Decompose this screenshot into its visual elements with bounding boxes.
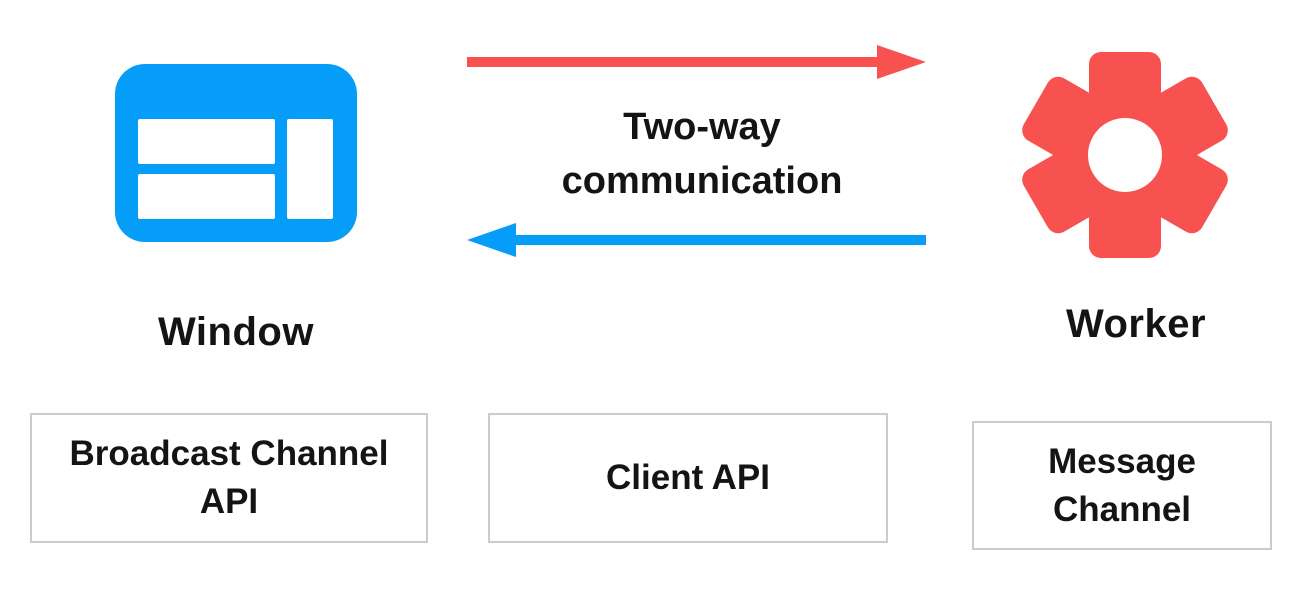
browser-window-icon bbox=[115, 64, 357, 242]
connection-label: Two-way communication bbox=[480, 100, 924, 208]
broadcast-channel-api-box: Broadcast Channel API bbox=[30, 413, 428, 543]
box-label-line: Channel bbox=[1052, 489, 1192, 529]
message-channel-box: Message Channel bbox=[972, 421, 1272, 550]
worker-node-label: Worker bbox=[1065, 302, 1207, 346]
left-arrow-icon bbox=[467, 223, 926, 257]
client-api-box: Client API bbox=[488, 413, 888, 543]
box-label-line: Broadcast Channel bbox=[69, 434, 389, 473]
arrow-worker-to-window bbox=[467, 222, 926, 258]
box-label-line: Message bbox=[1048, 441, 1196, 481]
right-arrow-icon bbox=[467, 45, 926, 79]
window-node bbox=[115, 64, 357, 242]
gear-icon bbox=[1022, 52, 1228, 258]
arrow-window-to-worker bbox=[467, 44, 926, 80]
box-label-line: Client API bbox=[606, 458, 770, 497]
window-node-label: Window bbox=[158, 310, 314, 354]
connection-label-line-2: communication bbox=[561, 160, 843, 202]
worker-node bbox=[1018, 50, 1232, 260]
connection-label-line-1: Two-way bbox=[623, 106, 781, 148]
box-label-line: API bbox=[199, 482, 259, 521]
